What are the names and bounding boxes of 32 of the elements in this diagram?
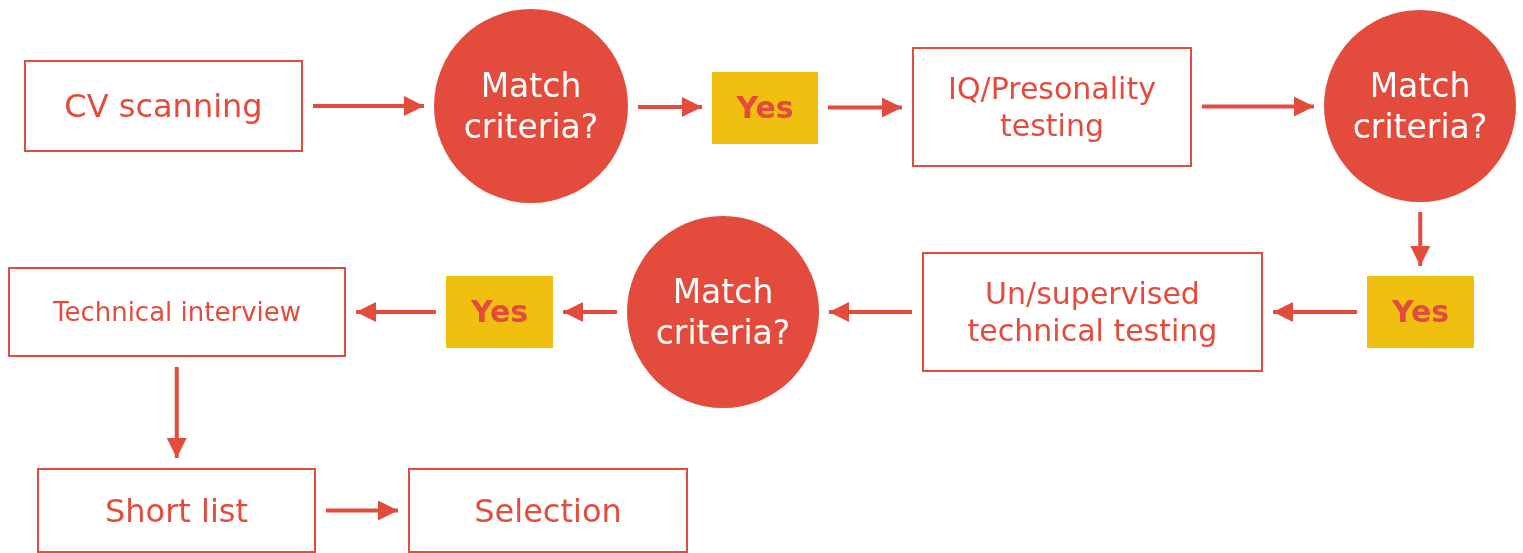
arrow: [829, 302, 912, 322]
box-label: Selection: [474, 490, 622, 531]
box-label: Short list: [104, 490, 248, 531]
arrow: [166, 367, 187, 458]
arrow: [1410, 212, 1431, 266]
arrow: [356, 302, 436, 322]
box-label: IQ/Presonality testing: [947, 69, 1157, 145]
box-label: Un/supervised technical testing: [966, 274, 1219, 350]
arrow: [326, 500, 398, 521]
box-label: Technical interview: [52, 295, 302, 329]
process-box: [37, 468, 316, 553]
yes-badge: [446, 276, 553, 348]
process-box: [922, 252, 1263, 372]
arrow: [1273, 302, 1357, 322]
decision-label: Match criteria?: [654, 270, 792, 354]
decision-label: Match criteria?: [462, 64, 600, 148]
yes-label: Yes: [470, 293, 529, 331]
decision-label: Match criteria?: [1351, 64, 1489, 148]
process-box: [912, 47, 1192, 167]
yes-badge: [1367, 276, 1474, 348]
arrow: [638, 97, 702, 117]
arrow: [1202, 96, 1314, 117]
process-box: [24, 60, 303, 152]
yes-label: Yes: [1391, 293, 1450, 331]
arrow: [828, 97, 902, 118]
arrow: [563, 302, 617, 322]
yes-label: Yes: [736, 89, 794, 127]
box-label: CV scanning: [64, 86, 263, 126]
process-box: [408, 468, 688, 553]
process-box: [8, 267, 346, 357]
arrow: [313, 96, 424, 116]
yes-badge: [712, 72, 818, 144]
